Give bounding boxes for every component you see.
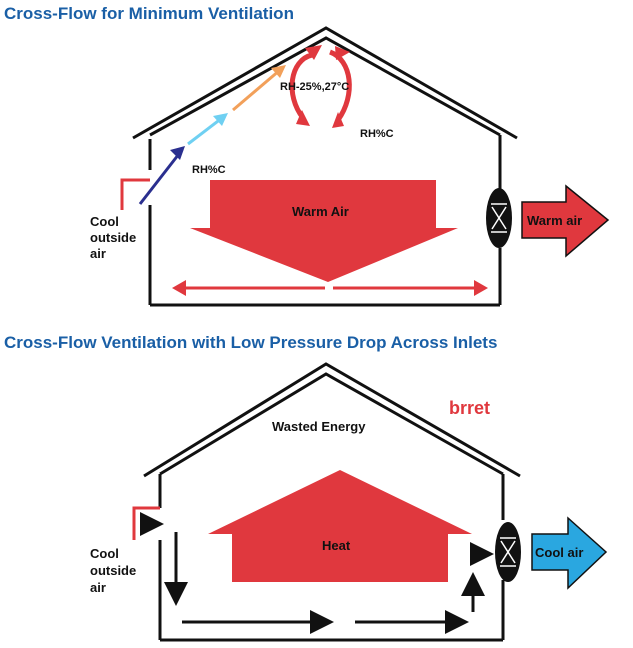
top-floor-flow-left-arrowhead [172, 280, 186, 296]
top-panel-title: Cross-Flow for Minimum Ventilation [4, 4, 294, 23]
top-inlet-label-line2: outside [90, 230, 136, 245]
top-warm-air-label: Warm Air [292, 204, 349, 219]
top-orange-arrowhead [271, 65, 286, 78]
top-light-blue-arrowhead [213, 113, 228, 126]
bottom-inlet-label-line1: Cool [90, 546, 119, 561]
top-orange-arrow [232, 68, 281, 112]
top-house-roof-inner [149, 36, 501, 137]
top-incoming-air-arrowhead [170, 146, 185, 160]
bottom-heat-label: Heat [322, 538, 351, 553]
bottom-inlet-baffle [132, 506, 160, 540]
top-house-outline-outer [132, 26, 518, 140]
bottom-house [143, 362, 521, 642]
top-exhaust-arrow [521, 184, 610, 258]
bottom-wasted-energy-label: Wasted Energy [272, 419, 366, 434]
bottom-inlet-label-line3: air [90, 580, 106, 595]
top-swirl-arrowhead-right [332, 112, 344, 128]
top-exhaust-label: Warm air [527, 213, 582, 228]
top-light-blue-arrow [187, 116, 223, 146]
top-inlet-label-line1: Cool [90, 214, 119, 229]
top-warm-air-arrow [190, 180, 458, 282]
top-swirl-arrowhead-left [296, 110, 310, 126]
bottom-house-roof-inner [159, 372, 504, 476]
top-floor-flow-right-arrowhead [474, 280, 488, 296]
top-rh-right-label: RH%C [360, 128, 394, 140]
bottom-exhaust-fan-icon [495, 522, 521, 582]
bottom-badge: brret [449, 398, 490, 418]
top-swirl-arrowhead-top-right [335, 46, 350, 60]
bottom-panel-title: Cross-Flow Ventilation with Low Pressure… [4, 333, 498, 352]
bottom-exhaust-label: Cool air [535, 545, 583, 560]
bottom-heat-arrow [208, 470, 472, 582]
top-exhaust-fan-icon [486, 188, 512, 248]
top-swirl-arrowhead-top [305, 45, 322, 60]
top-rh-top-label: RH-25%,27°C [280, 81, 349, 93]
bottom-inlet-label-line2: outside [90, 563, 136, 578]
bottom-house-outline-outer [143, 362, 521, 478]
top-house [132, 26, 518, 307]
top-inlet-label-line3: air [90, 246, 106, 261]
top-inlet-baffle [120, 178, 150, 210]
top-incoming-air-arrow [138, 149, 184, 205]
bottom-exhaust-arrow [531, 516, 608, 590]
top-rh-left-label: RH%C [192, 164, 226, 176]
